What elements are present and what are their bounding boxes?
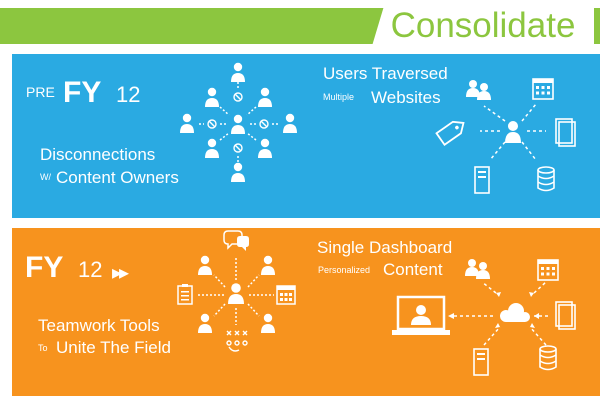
fy-year-label: 12 xyxy=(78,257,103,282)
tag-icon xyxy=(435,120,465,147)
blocked-icon xyxy=(259,119,269,129)
person-icon xyxy=(261,313,275,333)
fy-left-caption-line1: Teamwork Tools xyxy=(38,316,160,335)
person-icon xyxy=(283,113,297,133)
person-icon xyxy=(228,283,244,304)
fy-left-caption-prefix: To xyxy=(38,343,48,353)
users-group-icon xyxy=(466,80,491,100)
person-icon xyxy=(261,255,275,275)
fy-right-caption-prefix: Personalized xyxy=(318,265,371,275)
folder-icon xyxy=(555,118,576,147)
pre-year-label: 12 xyxy=(116,82,141,107)
pre-left-caption-line1: Disconnections xyxy=(40,145,156,164)
person-icon xyxy=(258,138,272,158)
pre-right-caption-prefix: Multiple xyxy=(323,92,355,102)
person-icon xyxy=(231,62,245,82)
pre-left-caption-prefix: W/ xyxy=(40,172,51,182)
cloud-icon xyxy=(500,303,530,322)
calendar-icon xyxy=(537,259,559,281)
database-icon xyxy=(537,166,555,192)
pre-label: PRE xyxy=(26,84,55,100)
server-icon xyxy=(473,348,489,376)
pre-left-caption-line2: Content Owners xyxy=(56,168,179,187)
calendar-icon xyxy=(276,285,296,305)
pre-right-caption-line1: Users Traversed xyxy=(323,64,448,83)
folder-icon xyxy=(555,301,576,330)
server-icon xyxy=(474,166,490,194)
pre-right-caption-line2: Websites xyxy=(371,88,441,107)
fy-left-caption-line2: Unite The Field xyxy=(56,338,171,357)
fy-right-caption-line1: Single Dashboard xyxy=(317,238,453,257)
person-icon xyxy=(205,87,219,107)
pre-fy-label: FY xyxy=(63,76,102,109)
person-icon xyxy=(198,313,212,333)
blocked-icon xyxy=(233,92,243,102)
person-icon xyxy=(198,255,212,275)
blocked-icon xyxy=(207,119,217,129)
banner-title: Consolidate xyxy=(372,6,594,46)
person-icon xyxy=(231,162,245,182)
pre-fy12-panel xyxy=(12,54,600,218)
users-group-icon xyxy=(465,259,490,279)
person-icon xyxy=(231,114,245,134)
person-icon xyxy=(180,113,194,133)
monitor-icon xyxy=(392,295,450,335)
blocked-icon xyxy=(233,143,243,153)
calendar-icon xyxy=(532,78,554,100)
forward-arrows-icon: ▸▸ xyxy=(112,262,129,284)
playbook-icon xyxy=(226,330,248,352)
checklist-icon xyxy=(177,284,193,305)
person-icon xyxy=(205,138,219,158)
database-icon xyxy=(539,345,557,371)
fy-right-caption-line2: Content xyxy=(383,260,443,279)
person-icon xyxy=(258,87,272,107)
person-icon xyxy=(505,121,521,143)
chat-bubbles-icon xyxy=(223,230,249,251)
fy-label: FY xyxy=(25,251,64,284)
